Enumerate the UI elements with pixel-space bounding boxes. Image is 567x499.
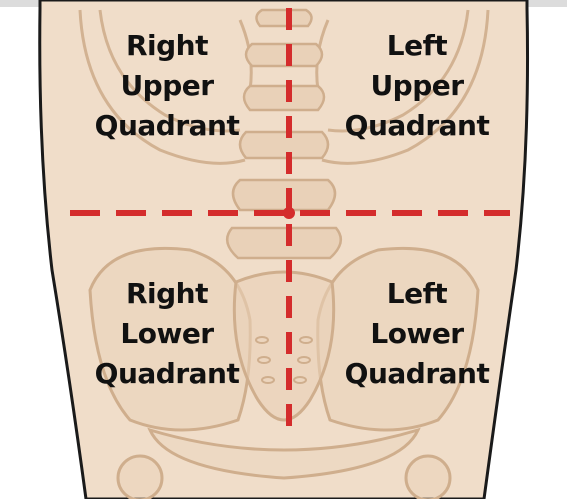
label-line: Lower: [317, 314, 517, 354]
label-line: Left: [317, 274, 517, 314]
right-lower-quadrant-label: Right Lower Quadrant: [67, 274, 267, 394]
label-line: Left: [317, 26, 517, 66]
label-line: Quadrant: [317, 354, 517, 394]
label-line: Lower: [67, 314, 267, 354]
umbilicus-crossing: [283, 207, 295, 219]
label-line: Quadrant: [317, 106, 517, 146]
label-line: Upper: [317, 66, 517, 106]
label-line: Right: [67, 26, 267, 66]
right-upper-quadrant-label: Right Upper Quadrant: [67, 26, 267, 146]
left-lower-quadrant-label: Left Lower Quadrant: [317, 274, 517, 394]
label-line: Quadrant: [67, 106, 267, 146]
label-line: Right: [67, 274, 267, 314]
label-line: Quadrant: [67, 354, 267, 394]
label-line: Upper: [67, 66, 267, 106]
left-upper-quadrant-label: Left Upper Quadrant: [317, 26, 517, 146]
